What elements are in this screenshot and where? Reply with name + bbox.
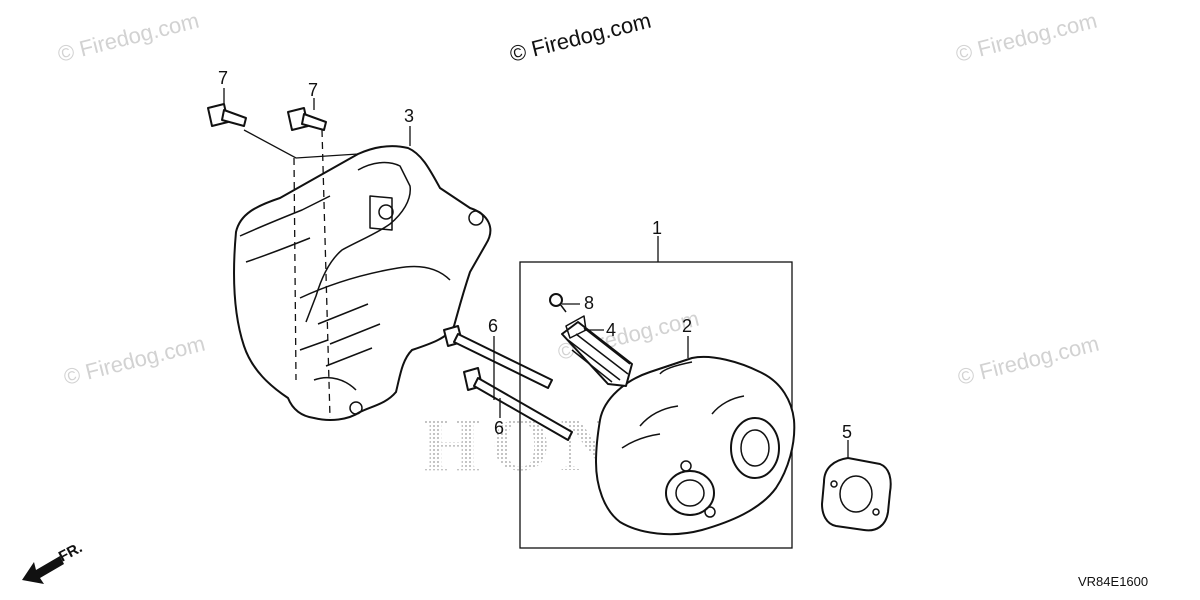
callout-1: 1 bbox=[652, 218, 662, 238]
callout-6: 6 bbox=[494, 418, 504, 438]
callout-2: 2 bbox=[682, 316, 692, 336]
watermark: © Firedog.com bbox=[953, 8, 1099, 67]
flange-bolt bbox=[287, 107, 327, 131]
callout-6: 6 bbox=[488, 316, 498, 336]
front-direction-indicator: FR. bbox=[22, 539, 85, 584]
leader-line bbox=[243, 129, 359, 159]
assembly-bracket-box bbox=[519, 261, 793, 549]
callout-4: 4 bbox=[606, 320, 616, 340]
long-bolt bbox=[463, 367, 573, 441]
muffler bbox=[595, 356, 796, 536]
callout-5: 5 bbox=[842, 422, 852, 442]
callout-leaders bbox=[223, 88, 849, 458]
watermark: © Firedog.com bbox=[55, 8, 201, 67]
long-bolt bbox=[443, 325, 553, 389]
callout-7: 7 bbox=[218, 68, 228, 88]
watermark: © Firedog.com bbox=[955, 331, 1101, 390]
watermark: © Firedog.com bbox=[61, 331, 207, 390]
dashed-leader-line bbox=[293, 157, 297, 381]
gasket bbox=[821, 457, 892, 532]
watermark-top-center: © Firedog.com bbox=[507, 8, 653, 67]
callout-7: 7 bbox=[308, 80, 318, 100]
callout-8: 8 bbox=[584, 293, 594, 313]
diagram-code: VR84E1600 bbox=[1078, 574, 1148, 589]
front-arrow-icon bbox=[22, 556, 64, 584]
muffler-protector bbox=[233, 145, 492, 421]
callout-3: 3 bbox=[404, 106, 414, 126]
flange-bolt bbox=[207, 103, 247, 127]
screw bbox=[549, 293, 567, 313]
dashed-leader-line bbox=[321, 129, 331, 419]
